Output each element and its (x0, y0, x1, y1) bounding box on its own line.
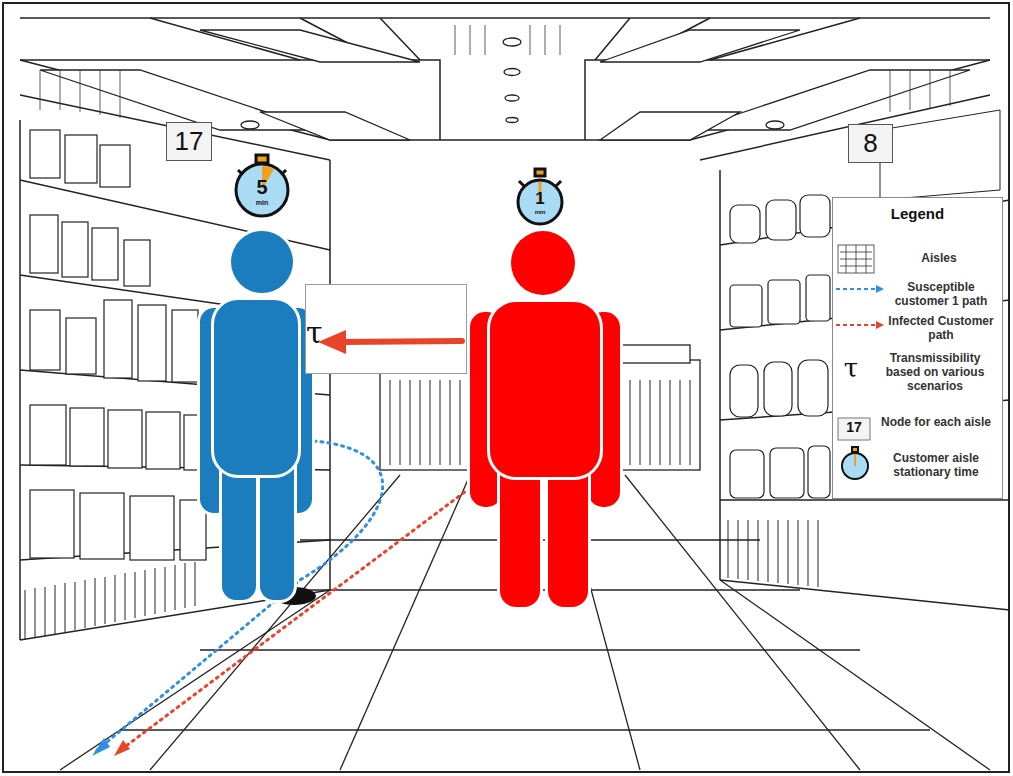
legend-text: Infected Customer path (884, 315, 998, 343)
legend-text: Node for each aisle (874, 416, 998, 430)
aisle-node-box: 17 (166, 122, 212, 161)
node-text: 17 (175, 127, 204, 157)
aisle-node-box: 8 (848, 124, 893, 163)
legend-text: Susceptible customer 1 path (884, 281, 998, 309)
stopwatch-unit: min (247, 199, 277, 207)
transmissibility-box: τ (305, 284, 467, 374)
node-text: τ (306, 308, 323, 351)
legend-text: Transmissibility based on various scenar… (872, 352, 998, 393)
node-text: 8 (863, 129, 877, 159)
legend-node-sample: 17 (838, 420, 870, 435)
legend-text: Customer aisle stationary time (874, 452, 998, 480)
stopwatch-unit: min (527, 209, 553, 216)
legend-text: Aisles (880, 252, 998, 266)
legend-tau-sample: τ (836, 354, 866, 383)
stopwatch-minutes: 5 (247, 176, 277, 198)
stopwatch-minutes: 1 (527, 190, 553, 209)
legend-title: Legend (840, 206, 995, 223)
